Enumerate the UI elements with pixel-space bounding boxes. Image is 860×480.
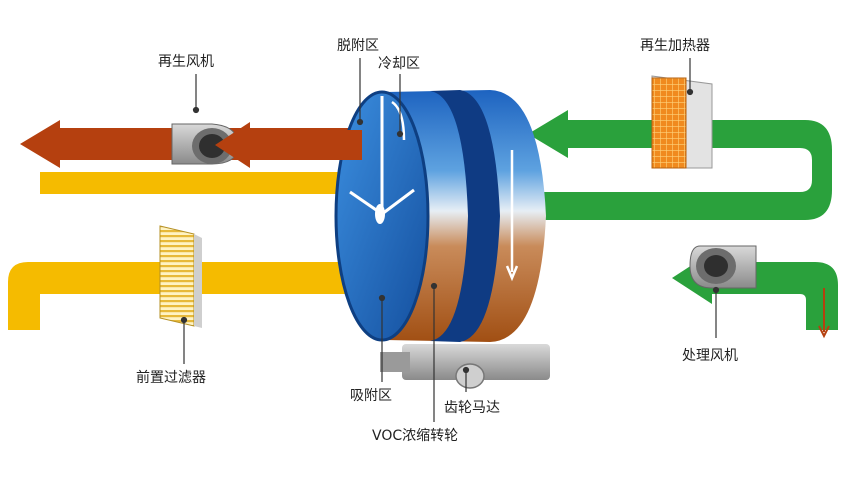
rotation-arrow	[505, 150, 519, 282]
cooling-air-arrow	[40, 164, 412, 202]
regen-fan	[171, 123, 239, 165]
motor-body	[402, 344, 550, 380]
pre-filter-label: 前置过滤器	[136, 369, 206, 386]
leader-lines	[180, 58, 720, 422]
motor-end	[455, 363, 485, 389]
process-fan	[689, 245, 757, 289]
regen-air-loop	[500, 110, 832, 220]
regen-fan-label: 再生风机	[158, 54, 214, 70]
cooling-zone-label: 冷却区	[378, 56, 420, 72]
regen-fan-arrow	[215, 122, 362, 168]
rotor-band	[430, 90, 500, 342]
adsorption-zone-label: 吸附区	[350, 388, 392, 404]
voc-rotor-label: VOC浓缩转轮	[372, 428, 458, 444]
regen-heater	[651, 75, 713, 169]
process-fan-label: 处理风机	[682, 348, 738, 364]
rotor-drum	[386, 90, 546, 342]
process-inlet-duct	[8, 262, 376, 330]
motor-shaft	[380, 352, 410, 372]
desorption-zone-label: 脱附区	[337, 38, 379, 54]
gear-motor-label: 齿轮马达	[444, 400, 500, 416]
outlet-arrow	[818, 288, 830, 339]
processed-air-duct	[518, 252, 838, 330]
rotation-arc	[391, 100, 406, 141]
regen-heater-label: 再生加热器	[640, 38, 710, 54]
hub	[375, 204, 385, 224]
pre-filter	[159, 225, 202, 328]
